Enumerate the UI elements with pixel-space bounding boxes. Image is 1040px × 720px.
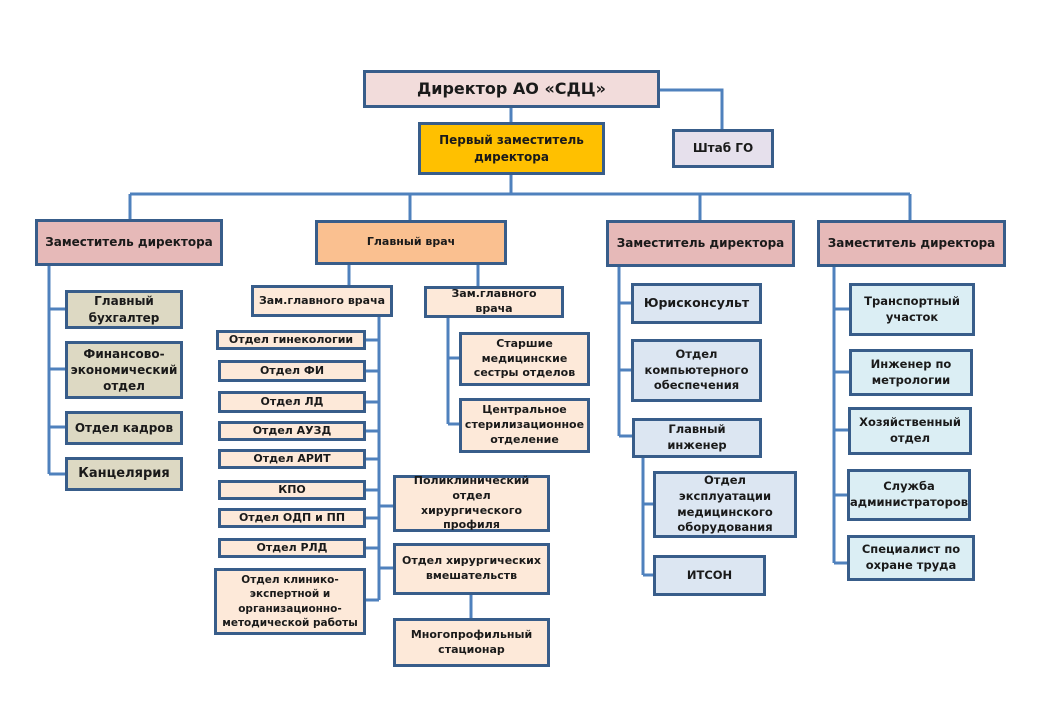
unit-box[interactable]: Отдел компьютерного обеспечения [631,339,762,402]
deputy-label: Заместитель директора [616,236,785,251]
unit-label: Главный инженер [667,422,727,452]
unit-label: Отдел ОДП и ПП [238,510,346,524]
unit-box[interactable]: Отдел хирургических вмешательств [393,543,550,595]
unit-box[interactable]: Главный инженер [632,418,762,458]
unit-box[interactable]: Поликлинический отдел хирургического про… [393,473,550,532]
unit-box[interactable]: Отдел ФИ [218,360,366,382]
unit-label: Юрисконсульт [643,295,750,311]
unit-label: Отдел АУЗД [252,423,332,437]
chief-doctor-box[interactable]: Главный врач [315,220,507,265]
unit-box[interactable]: Отдел кадров [65,411,183,445]
unit-label: Отдел эксплуатации медицинского оборудов… [677,473,773,535]
deputy-chief-label: Зам.главного врача [451,287,537,315]
unit-box[interactable]: Отдел АУЗД [218,421,366,441]
deputy-director-finance[interactable]: Заместитель директора [35,219,223,266]
unit-label: Канцелярия [78,466,170,482]
unit-label: Отдел ЛД [260,394,324,408]
unit-box[interactable]: Отдел ЛД [218,391,366,413]
unit-box[interactable]: Отдел ОДП и ПП [218,508,366,528]
deputy-label: Заместитель директора [827,236,996,251]
unit-label: Финансово-экономический отдел [70,346,178,394]
unit-box[interactable]: Центральное стерилизационное отделение [459,398,590,453]
unit-label: Многопрофильный стационар [410,627,533,656]
deputy-chief-right[interactable]: Зам.главного врача [424,286,564,318]
unit-box[interactable]: Отдел клинико-экспертной и организационн… [214,568,366,635]
unit-label: Отдел компьютерного обеспечения [644,347,749,393]
unit-box[interactable]: Отдел гинекологии [216,330,366,350]
unit-box[interactable]: Служба администраторов [847,469,971,521]
unit-box[interactable]: Специалист по охране труда [847,535,975,581]
director-label: Директор АО «СДЦ» [417,79,606,99]
unit-label: Главный бухгалтер [88,294,160,325]
unit-box[interactable]: ИТСОН [653,555,766,596]
unit-label: Служба администраторов [850,479,968,509]
director-box[interactable]: Директор АО «СДЦ» [363,70,660,108]
unit-box[interactable]: Отдел эксплуатации медицинского оборудов… [653,471,797,538]
unit-label: Отдел хирургических вмешательств [402,554,541,582]
unit-label: Отдел клинико-экспертной и организационн… [222,574,358,629]
unit-label: ИТСОН [686,567,733,582]
unit-label: Инженер по метрологии [870,356,952,387]
unit-box[interactable]: Юрисконсульт [631,283,762,324]
unit-label: Отдел ФИ [259,363,325,377]
unit-label: Центральное стерилизационное отделение [464,403,585,446]
connector-director-shtab [658,88,724,131]
unit-box[interactable]: Главный бухгалтер [65,290,183,329]
deputy-label: Заместитель директора [45,235,213,250]
shtab-box[interactable]: Штаб ГО [672,129,774,168]
unit-label: Отдел кадров [74,420,174,435]
unit-box[interactable]: Транспортный участок [849,283,975,336]
deputy-chief-left[interactable]: Зам.главного врача [251,285,393,317]
unit-label: Специалист по охране труда [861,542,961,572]
chief-doctor-label: Главный врач [366,235,456,249]
unit-box[interactable]: Хозяйственный отдел [848,407,972,455]
unit-label: Хозяйственный отдел [859,415,961,445]
unit-box[interactable]: Инженер по метрологии [849,349,973,396]
unit-label: Старшие медицинские сестры отделов [473,336,576,380]
first-deputy-box[interactable]: Первый заместитель директора [418,122,605,175]
unit-box[interactable]: КПО [218,480,366,500]
unit-label: КПО [278,482,306,496]
deputy-chief-label: Зам.главного врача [258,293,386,307]
first-deputy-label: Первый заместитель директора [439,133,584,164]
unit-box[interactable]: Многопрофильный стационар [393,618,550,667]
unit-box[interactable]: Финансово-экономический отдел [65,341,183,399]
unit-label: Отдел АРИТ [253,451,331,465]
unit-label: Поликлинический отдел хирургического про… [413,473,530,532]
unit-box[interactable]: Отдел АРИТ [218,449,366,469]
deputy-director-services[interactable]: Заместитель директора [817,220,1006,267]
unit-box[interactable]: Старшие медицинские сестры отделов [459,332,590,386]
deputy-director-tech[interactable]: Заместитель директора [606,220,795,267]
unit-label: Отдел гинекологии [228,332,354,346]
unit-label: Отдел РЛД [256,540,328,554]
shtab-label: Штаб ГО [692,141,754,156]
unit-box[interactable]: Отдел РЛД [218,538,366,558]
unit-box[interactable]: Канцелярия [65,457,183,491]
unit-label: Транспортный участок [864,293,960,324]
